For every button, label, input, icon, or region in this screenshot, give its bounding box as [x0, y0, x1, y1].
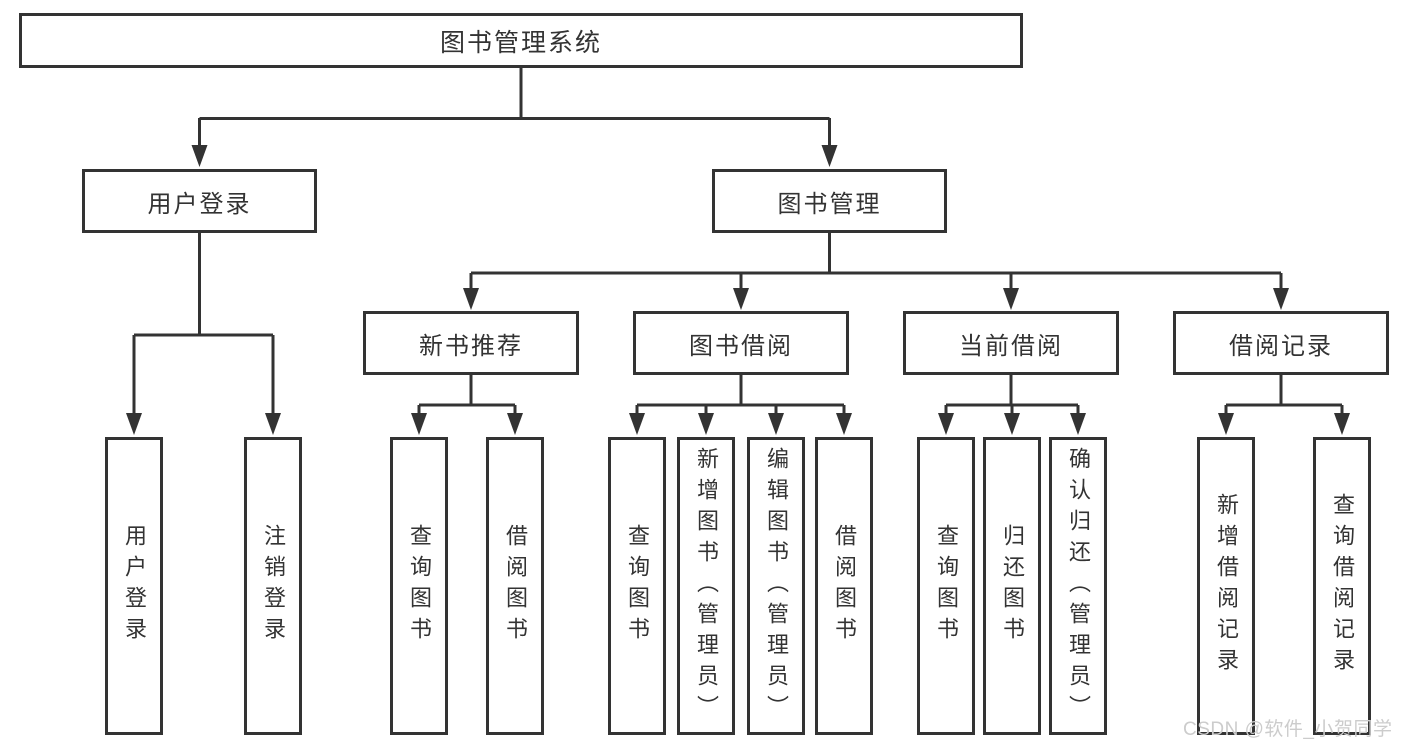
node-label: 借阅记录 — [1229, 332, 1333, 360]
leaf-edit-book-admin: 编辑图书（管理员） — [747, 437, 805, 735]
node-label: 新增图书（管理员） — [694, 446, 719, 726]
node-current-borrow: 当前借阅 — [903, 311, 1119, 375]
leaf-query-books-current: 查询图书 — [917, 437, 975, 735]
node-user-login: 用户登录 — [82, 169, 317, 233]
node-label: 新书推荐 — [419, 332, 523, 360]
node-borrow-records: 借阅记录 — [1173, 311, 1389, 375]
node-label: 查询借阅记录 — [1330, 493, 1355, 679]
leaf-user-login: 用户登录 — [105, 437, 163, 735]
node-library-system: 图书管理系统 — [19, 13, 1023, 68]
node-label: 当前借阅 — [959, 332, 1063, 360]
node-label: 查询图书 — [407, 524, 432, 648]
node-new-book-recommend: 新书推荐 — [363, 311, 579, 375]
node-label: 图书管理 — [777, 190, 882, 218]
leaf-confirm-return-admin: 确认归还（管理员） — [1049, 437, 1107, 735]
csdn-watermark: CSDN @软件_小贺同学 — [1183, 719, 1393, 740]
node-label: 图书借阅 — [689, 332, 793, 360]
node-label: 借阅图书 — [503, 524, 528, 648]
node-label: 图书管理系统 — [439, 28, 602, 57]
leaf-logout: 注销登录 — [244, 437, 302, 735]
node-label: 查询图书 — [934, 524, 959, 648]
node-label: 编辑图书（管理员） — [764, 446, 789, 726]
leaf-borrow-books-recommend: 借阅图书 — [486, 437, 544, 735]
leaf-query-borrow-record: 查询借阅记录 — [1313, 437, 1371, 735]
node-label: 查询图书 — [625, 524, 650, 648]
node-label: 用户登录 — [122, 524, 147, 648]
leaf-return-book: 归还图书 — [983, 437, 1041, 735]
leaf-query-books-recommend: 查询图书 — [390, 437, 448, 735]
node-label: 确认归还（管理员） — [1066, 446, 1091, 726]
node-label: 借阅图书 — [832, 524, 857, 648]
node-label: 归还图书 — [1000, 524, 1025, 648]
leaf-add-borrow-record: 新增借阅记录 — [1197, 437, 1255, 735]
node-label: 用户登录 — [147, 190, 252, 218]
node-book-management: 图书管理 — [712, 169, 947, 233]
leaf-query-books-borrow: 查询图书 — [608, 437, 666, 735]
node-book-borrow: 图书借阅 — [633, 311, 849, 375]
leaf-borrow-books: 借阅图书 — [815, 437, 873, 735]
leaf-add-book-admin: 新增图书（管理员） — [677, 437, 735, 735]
node-label: 新增借阅记录 — [1214, 493, 1239, 679]
node-label: 注销登录 — [261, 524, 286, 648]
